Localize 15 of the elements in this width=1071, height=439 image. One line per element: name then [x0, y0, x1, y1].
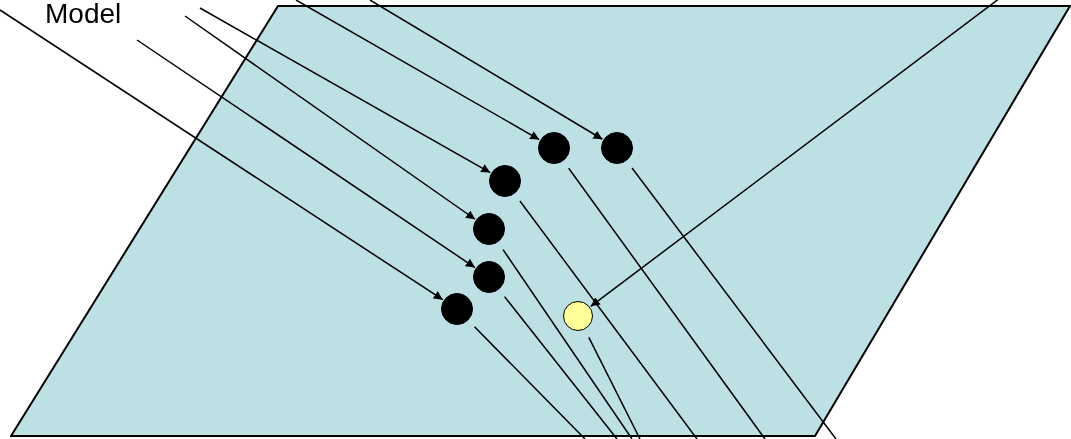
arrow — [295, 0, 540, 141]
arrow — [199, 7, 491, 174]
arrow — [136, 39, 476, 269]
arrow — [590, 0, 1001, 308]
line — [567, 167, 766, 439]
line — [502, 248, 633, 439]
parallelogram-plane — [10, 5, 1071, 437]
line — [588, 336, 641, 439]
arrow — [184, 15, 476, 220]
arrow — [0, 9, 444, 301]
line — [631, 167, 837, 439]
arrow — [369, 0, 604, 140]
line — [473, 326, 586, 439]
line — [503, 295, 618, 439]
line — [519, 200, 698, 439]
